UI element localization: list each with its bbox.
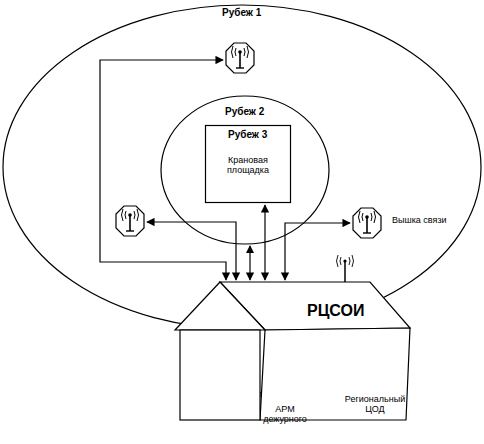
node-label: РЦСОИ: [305, 302, 366, 320]
node-label: Региональный ЦОД: [340, 394, 410, 415]
node-caption: Крановая площадка: [213, 155, 283, 176]
link-arrow: [285, 223, 350, 280]
tower-icon: [116, 206, 144, 236]
node-label: Рубеж 1: [222, 7, 261, 19]
node-label: Рубеж 3: [228, 129, 267, 141]
tower-node: Вышка связи: [352, 198, 477, 248]
zone-ellipse: Рубеж 3 Крановая площадка Рубеж 2: [160, 95, 330, 245]
node-label: Рубеж 2: [225, 106, 264, 118]
zone-rect: Рубеж 3 Крановая площадка: [205, 125, 291, 203]
link-line: [147, 222, 236, 280]
node-label: АРМ дежурного: [255, 404, 315, 425]
link-arrow: [249, 246, 250, 280]
zone-ellipse: Рубеж 3 Крановая площадка Рубеж 2 Вышка свя…: [2, 4, 482, 330]
building-node: Региональный ЦОД АРМ дежурного РЦСОИ: [170, 282, 415, 422]
node-label: Вышка связи: [392, 215, 447, 225]
tower-icon: [226, 43, 254, 73]
roof-antenna: [337, 255, 354, 282]
